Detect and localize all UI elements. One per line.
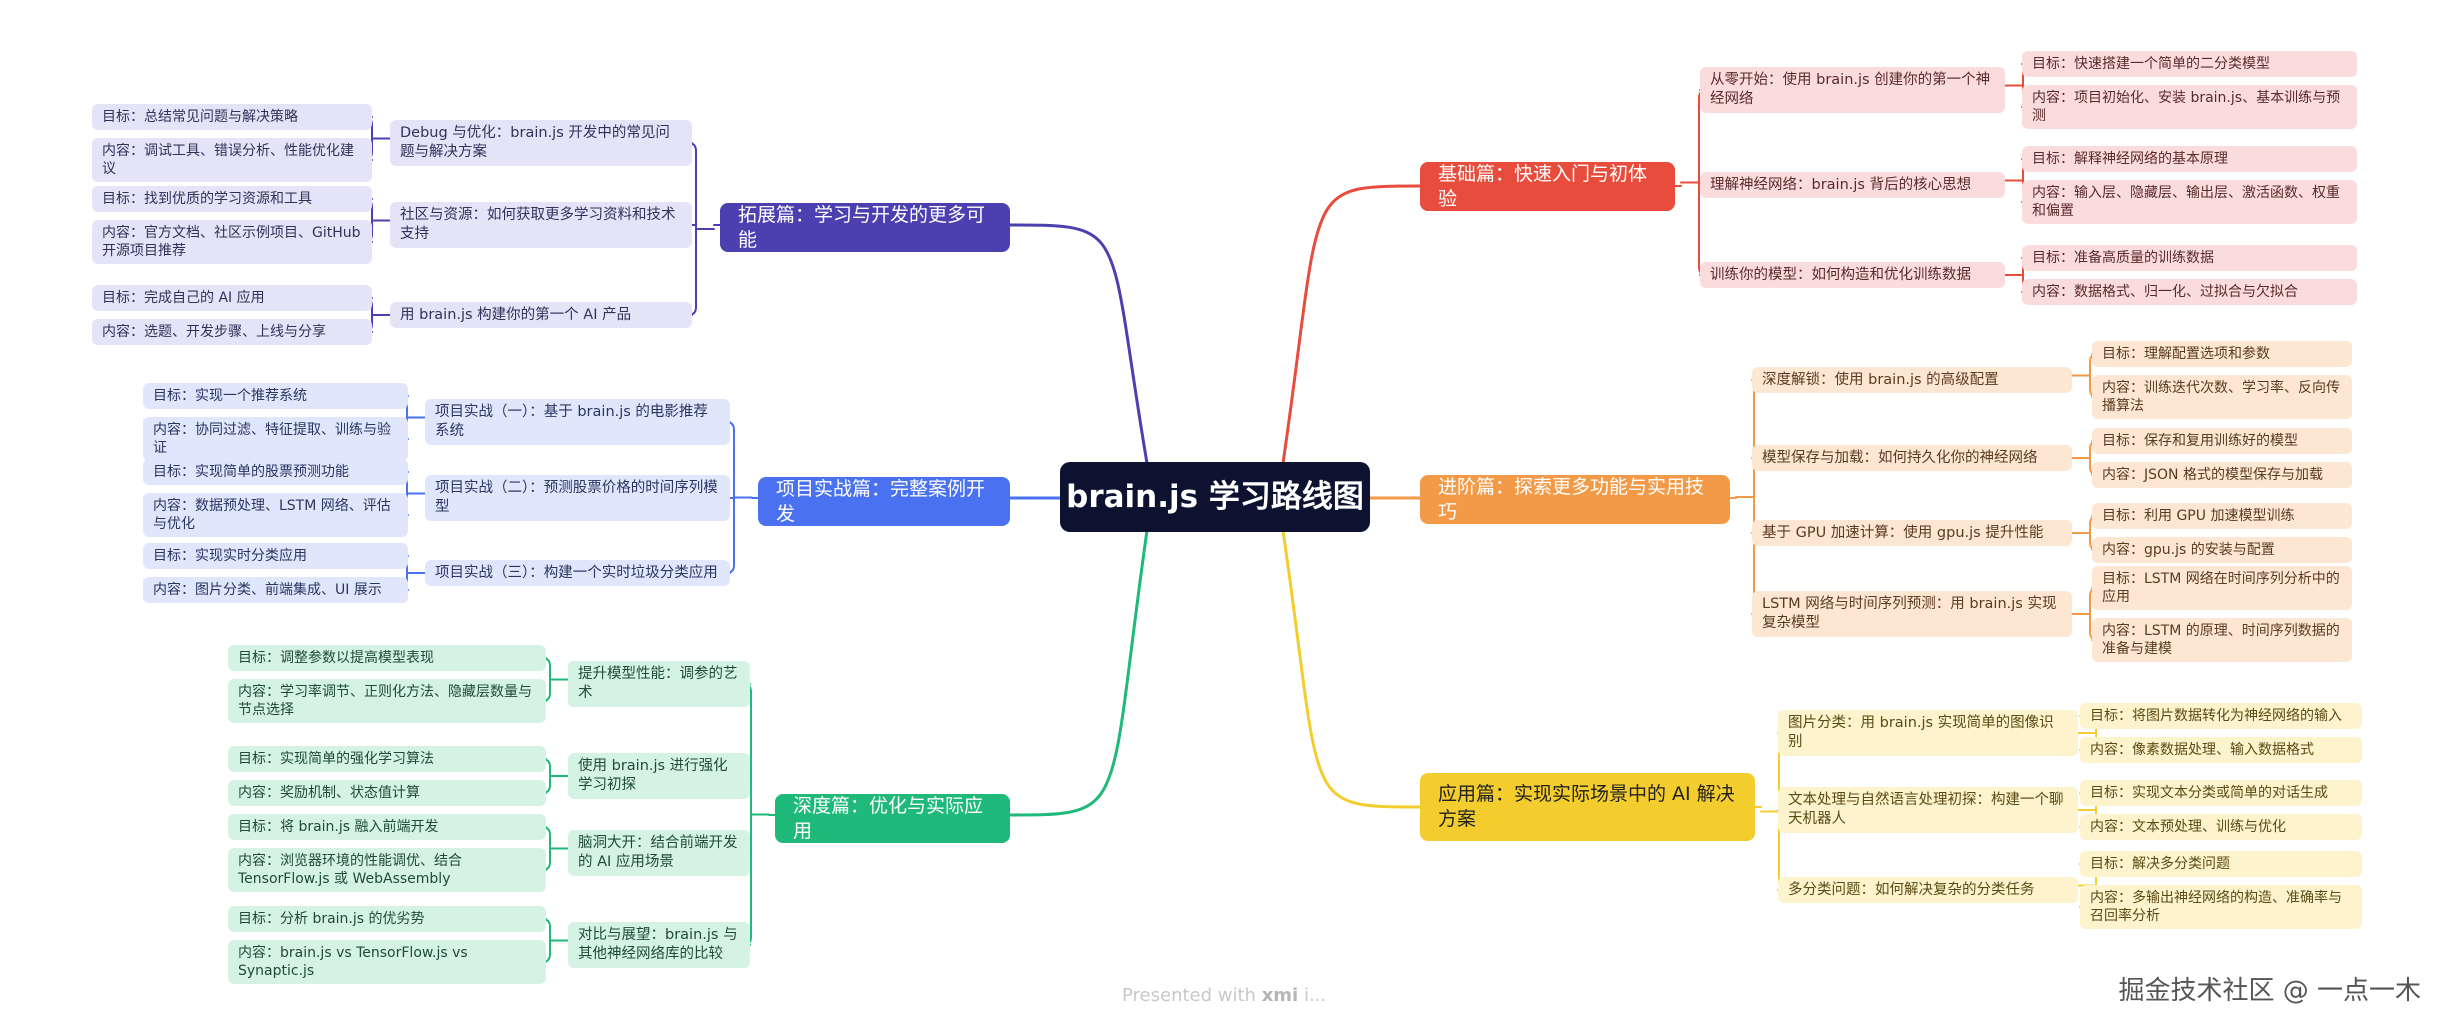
leaf-node-5-3-1[interactable]: 目标：实现实时分类应用 (143, 543, 408, 570)
xmind-brand: xmi (1261, 985, 1299, 1006)
sub-node-4-1[interactable]: Debug 与优化：brain.js 开发中的常见问题与解决方案 (390, 120, 692, 166)
leaf-node-5-1-1[interactable]: 目标：实现一个推荐系统 (143, 383, 408, 410)
leaf-node-3-3-2[interactable]: 内容：多输出神经网络的构造、准确率与召回率分析 (2080, 885, 2362, 930)
leaf-node-6-2-1[interactable]: 目标：实现简单的强化学习算法 (228, 746, 546, 773)
leaf-node-4-2-2[interactable]: 内容：官方文档、社区示例项目、GitHub 开源项目推荐 (92, 220, 372, 265)
leaf-node-5-2-2[interactable]: 内容：数据预处理、LSTM 网络、评估与优化 (143, 493, 408, 538)
leaf-node-1-2-2[interactable]: 内容：输入层、隐藏层、输出层、激活函数、权重和偏置 (2022, 180, 2357, 225)
leaf-node-3-2-1[interactable]: 目标：实现文本分类或简单的对话生成 (2080, 780, 2362, 807)
presented-text: Presented with (1122, 985, 1256, 1006)
leaf-node-2-2-2[interactable]: 内容：JSON 格式的模型保存与加载 (2092, 462, 2352, 489)
sub-node-1-3[interactable]: 训练你的模型：如何构造和优化训练数据 (1700, 261, 2005, 289)
leaf-node-3-1-2[interactable]: 内容：像素数据处理、输入数据格式 (2080, 737, 2362, 764)
root-edge-6 (1008, 530, 1149, 817)
leaf-node-6-3-1[interactable]: 目标：将 brain.js 融入前端开发 (228, 814, 546, 841)
sub-node-4-3[interactable]: 用 brain.js 构建你的第一个 AI 产品 (390, 301, 692, 329)
leaf-node-6-4-2[interactable]: 内容：brain.js vs TensorFlow.js vs Synaptic… (228, 940, 546, 985)
branch-node-4[interactable]: 拓展篇：学习与开发的更多可能 (720, 203, 1010, 253)
leaf-node-2-4-1[interactable]: 目标：LSTM 网络在时间序列分析中的应用 (2092, 566, 2352, 611)
sub-node-2-2[interactable]: 模型保存与加载：如何持久化你的神经网络 (1752, 444, 2072, 472)
footer-presented: Presented with xmi i... (1122, 985, 1326, 1006)
sub-node-2-4[interactable]: LSTM 网络与时间序列预测：用 brain.js 实现复杂模型 (1752, 591, 2072, 637)
sub-node-5-2[interactable]: 项目实战（二）：预测股票价格的时间序列模型 (425, 475, 730, 521)
leaf-node-4-1-1[interactable]: 目标：总结常见问题与解决策略 (92, 104, 372, 131)
root-edge-1 (1281, 184, 1422, 464)
leaf-node-6-4-1[interactable]: 目标：分析 brain.js 的优劣势 (228, 906, 546, 933)
sub-node-3-3[interactable]: 多分类问题：如何解决复杂的分类任务 (1778, 876, 2078, 904)
sub-node-3-1[interactable]: 图片分类：用 brain.js 实现简单的图像识别 (1778, 710, 2078, 756)
leaf-node-2-2-1[interactable]: 目标：保存和复用训练好的模型 (2092, 428, 2352, 455)
leaf-node-4-3-1[interactable]: 目标：完成自己的 AI 应用 (92, 285, 372, 312)
leaf-node-2-3-2[interactable]: 内容：gpu.js 的安装与配置 (2092, 537, 2352, 564)
watermark: 掘金技术社区 @ 一点一木 (2118, 976, 2421, 1006)
sub-node-6-4[interactable]: 对比与展望：brain.js 与其他神经网络库的比较 (568, 922, 750, 968)
leaf-node-2-4-2[interactable]: 内容：LSTM 的原理、时间序列数据的准备与建模 (2092, 618, 2352, 663)
root-edge-3 (1281, 530, 1422, 809)
leaf-node-4-3-2[interactable]: 内容：选题、开发步骤、上线与分享 (92, 319, 372, 346)
sub-node-1-1[interactable]: 从零开始：使用 brain.js 创建你的第一个神经网络 (1700, 67, 2005, 113)
leaf-node-6-1-2[interactable]: 内容：学习率调节、正则化方法、隐藏层数量与节点选择 (228, 679, 546, 724)
leaf-node-6-3-2[interactable]: 内容：浏览器环境的性能调优、结合 TensorFlow.js 或 WebAsse… (228, 848, 546, 893)
branch-node-6[interactable]: 深度篇：优化与实际应用 (775, 794, 1010, 844)
branch-node-3[interactable]: 应用篇：实现实际场景中的 AI 解决方案 (1420, 773, 1755, 841)
sub-node-1-2[interactable]: 理解神经网络：brain.js 背后的核心思想 (1700, 171, 2005, 199)
leaf-node-5-3-2[interactable]: 内容：图片分类、前端集成、UI 展示 (143, 577, 408, 604)
leaf-node-1-1-1[interactable]: 目标：快速搭建一个简单的二分类模型 (2022, 51, 2357, 78)
sub-node-5-3[interactable]: 项目实战（三）：构建一个实时垃圾分类应用 (425, 559, 730, 587)
leaf-node-3-2-2[interactable]: 内容：文本预处理、训练与优化 (2080, 814, 2362, 841)
leaf-node-2-3-1[interactable]: 目标：利用 GPU 加速模型训练 (2092, 503, 2352, 530)
leaf-node-2-1-1[interactable]: 目标：理解配置选项和参数 (2092, 341, 2352, 368)
leaf-node-5-1-2[interactable]: 内容：协同过滤、特征提取、训练与验证 (143, 417, 408, 462)
sub-node-6-3[interactable]: 脑洞大开：结合前端开发的 AI 应用场景 (568, 830, 750, 876)
leaf-node-1-2-1[interactable]: 目标：解释神经网络的基本原理 (2022, 146, 2357, 173)
sub-node-2-1[interactable]: 深度解锁：使用 brain.js 的高级配置 (1752, 366, 2072, 394)
branch-node-1[interactable]: 基础篇：快速入门与初体验 (1420, 162, 1675, 212)
sub-node-4-2[interactable]: 社区与资源：如何获取更多学习资料和技术支持 (390, 202, 692, 248)
root-edge-4 (1008, 223, 1149, 464)
sub-node-2-3[interactable]: 基于 GPU 加速计算：使用 gpu.js 提升性能 (1752, 519, 2072, 547)
leaf-node-6-2-2[interactable]: 内容：奖励机制、状态值计算 (228, 780, 546, 807)
leaf-node-3-3-1[interactable]: 目标：解决多分类问题 (2080, 851, 2362, 878)
leaf-node-1-3-2[interactable]: 内容：数据格式、归一化、过拟合与欠拟合 (2022, 279, 2357, 306)
sub-node-3-2[interactable]: 文本处理与自然语言处理初探：构建一个聊天机器人 (1778, 787, 2078, 833)
leaf-node-1-3-1[interactable]: 目标：准备高质量的训练数据 (2022, 245, 2357, 272)
root-node[interactable]: brain.js 学习路线图 (1060, 462, 1370, 532)
leaf-node-4-2-1[interactable]: 目标：找到优质的学习资源和工具 (92, 186, 372, 213)
leaf-node-5-2-1[interactable]: 目标：实现简单的股票预测功能 (143, 459, 408, 486)
brand-suffix: i... (1303, 985, 1327, 1006)
branch-node-2[interactable]: 进阶篇：探索更多功能与实用技巧 (1420, 475, 1730, 525)
sub-node-5-1[interactable]: 项目实战（一）：基于 brain.js 的电影推荐系统 (425, 399, 730, 445)
leaf-node-2-1-2[interactable]: 内容：训练迭代次数、学习率、反向传播算法 (2092, 375, 2352, 420)
leaf-node-1-1-2[interactable]: 内容：项目初始化、安装 brain.js、基本训练与预测 (2022, 85, 2357, 130)
sub-node-6-1[interactable]: 提升模型性能：调参的艺术 (568, 661, 750, 707)
leaf-node-3-1-1[interactable]: 目标：将图片数据转化为神经网络的输入 (2080, 703, 2362, 730)
branch-node-5[interactable]: 项目实战篇：完整案例开发 (758, 477, 1010, 527)
sub-node-6-2[interactable]: 使用 brain.js 进行强化学习初探 (568, 753, 750, 799)
leaf-node-4-1-2[interactable]: 内容：调试工具、错误分析、性能优化建议 (92, 138, 372, 183)
leaf-node-6-1-1[interactable]: 目标：调整参数以提高模型表现 (228, 645, 546, 672)
